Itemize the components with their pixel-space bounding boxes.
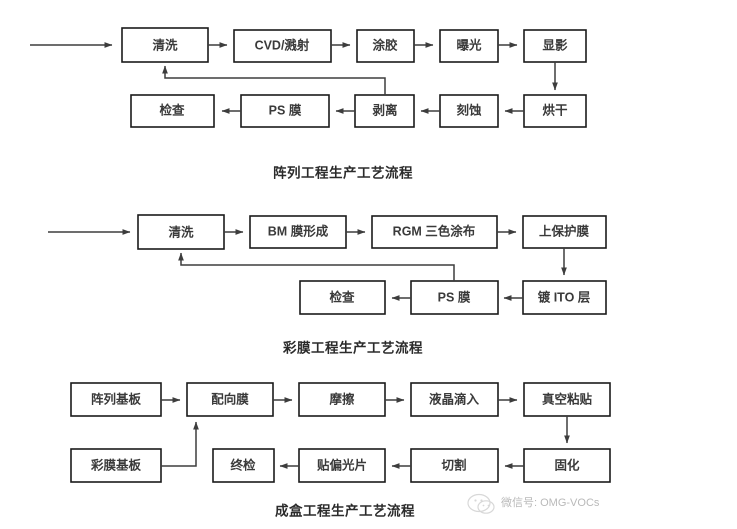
node-c5[interactable]: 真空粘贴 — [523, 382, 611, 417]
node-label: 显影 — [542, 37, 568, 52]
diagram-cell-process: 阵列基板 配向膜 摩擦 液晶滴入 真空粘贴 — [70, 382, 611, 519]
node-label: 彩膜基板 — [90, 457, 142, 472]
node-label: 检查 — [329, 289, 355, 304]
node-box[interactable] — [523, 382, 611, 417]
node-a7[interactable]: 刻蚀 — [439, 94, 499, 128]
wechat-icon — [467, 493, 495, 514]
node-b4[interactable]: 上保护膜 — [522, 215, 607, 249]
feedback-connector-b6-b1 — [178, 252, 455, 281]
watermark: 微信号: OMG-VOCs — [467, 493, 600, 514]
node-b6[interactable]: PS 膜 — [410, 280, 499, 315]
node-label: PS 膜 — [269, 102, 302, 117]
feedback-connector-a8-a1 — [162, 65, 386, 95]
node-c1[interactable]: 阵列基板 — [70, 382, 162, 417]
node-a3[interactable]: 涂胶 — [356, 29, 415, 63]
node-box[interactable] — [130, 94, 215, 128]
watermark-label: 微信号: OMG-VOCs — [501, 495, 600, 509]
node-box[interactable] — [354, 94, 415, 128]
node-label: 终检 — [230, 457, 256, 472]
node-label: 贴偏光片 — [317, 457, 367, 472]
node-c10[interactable]: 彩膜基板 — [70, 448, 162, 483]
node-box[interactable] — [523, 29, 587, 63]
node-box[interactable] — [70, 382, 162, 417]
node-a10[interactable]: 检查 — [130, 94, 215, 128]
node-box[interactable] — [233, 29, 332, 63]
node-a2[interactable]: CVD/溅射 — [233, 29, 332, 63]
node-label: RGM 三色涂布 — [393, 223, 476, 238]
node-a5[interactable]: 显影 — [523, 29, 587, 63]
node-label: 真空粘贴 — [542, 391, 593, 406]
node-box[interactable] — [298, 382, 386, 417]
node-box[interactable] — [137, 214, 225, 250]
node-label: 涂胶 — [372, 37, 398, 52]
node-a6[interactable]: 烘干 — [523, 94, 587, 128]
node-label: 检查 — [159, 102, 185, 117]
node-box[interactable] — [523, 94, 587, 128]
node-a4[interactable]: 曝光 — [439, 29, 499, 63]
node-label: 固化 — [554, 457, 580, 472]
node-box[interactable] — [523, 448, 611, 483]
node-label: PS 膜 — [438, 289, 471, 304]
node-box[interactable] — [410, 448, 499, 483]
caption-color-filter-process: 彩膜工程生产工艺流程 — [282, 340, 423, 356]
node-c4[interactable]: 液晶滴入 — [410, 382, 499, 417]
node-b5[interactable]: 镀 ITO 层 — [522, 280, 607, 315]
node-a8[interactable]: 剥离 — [354, 94, 415, 128]
node-label: 阵列基板 — [91, 391, 142, 406]
node-box[interactable] — [70, 448, 162, 483]
node-box[interactable] — [439, 29, 499, 63]
node-c7[interactable]: 切割 — [410, 448, 499, 483]
node-label: 剥离 — [372, 102, 397, 117]
node-c6[interactable]: 固化 — [523, 448, 611, 483]
node-label: 配向膜 — [211, 391, 249, 406]
node-box[interactable] — [298, 448, 386, 483]
node-box[interactable] — [439, 94, 499, 128]
node-label: 清洗 — [168, 224, 194, 239]
node-box[interactable] — [186, 382, 274, 417]
node-b7[interactable]: 检查 — [299, 280, 386, 315]
node-a1[interactable]: 清洗 — [121, 27, 209, 63]
node-label: 清洗 — [152, 37, 178, 52]
node-label: 液晶滴入 — [429, 391, 480, 406]
node-c2[interactable]: 配向膜 — [186, 382, 274, 417]
caption-array-process: 阵列工程生产工艺流程 — [273, 165, 413, 181]
node-label: 曝光 — [456, 37, 482, 52]
node-label: 摩擦 — [329, 391, 355, 406]
node-a9[interactable]: PS 膜 — [240, 94, 330, 128]
caption-cell-process: 成盒工程生产工艺流程 — [275, 503, 415, 519]
node-label: 镀 ITO 层 — [538, 289, 591, 304]
node-c8[interactable]: 贴偏光片 — [298, 448, 386, 483]
node-c3[interactable]: 摩擦 — [298, 382, 386, 417]
node-b2[interactable]: BM 膜形成 — [249, 215, 347, 249]
node-b3[interactable]: RGM 三色涂布 — [371, 215, 498, 249]
node-label: 刻蚀 — [456, 102, 482, 117]
diagram-array-process: 清洗 CVD/溅射 涂胶 曝光 显影 — [30, 27, 587, 181]
node-label: CVD/溅射 — [255, 37, 310, 52]
diagram-color-filter-process: 清洗 BM 膜形成 RGM 三色涂布 上保护膜 镀 ITO 层 — [48, 214, 607, 356]
node-label: 切割 — [441, 457, 466, 472]
node-b1[interactable]: 清洗 — [137, 214, 225, 250]
node-box[interactable] — [212, 448, 275, 483]
node-label: 上保护膜 — [539, 223, 590, 238]
node-box[interactable] — [522, 280, 607, 315]
node-label: BM 膜形成 — [268, 223, 329, 238]
node-box[interactable] — [371, 215, 498, 249]
node-c9[interactable]: 终检 — [212, 448, 275, 483]
connector-c10-c2 — [161, 421, 199, 467]
node-label: 烘干 — [542, 102, 568, 117]
node-box[interactable] — [356, 29, 415, 63]
node-box[interactable] — [410, 382, 499, 417]
node-box[interactable] — [299, 280, 386, 315]
